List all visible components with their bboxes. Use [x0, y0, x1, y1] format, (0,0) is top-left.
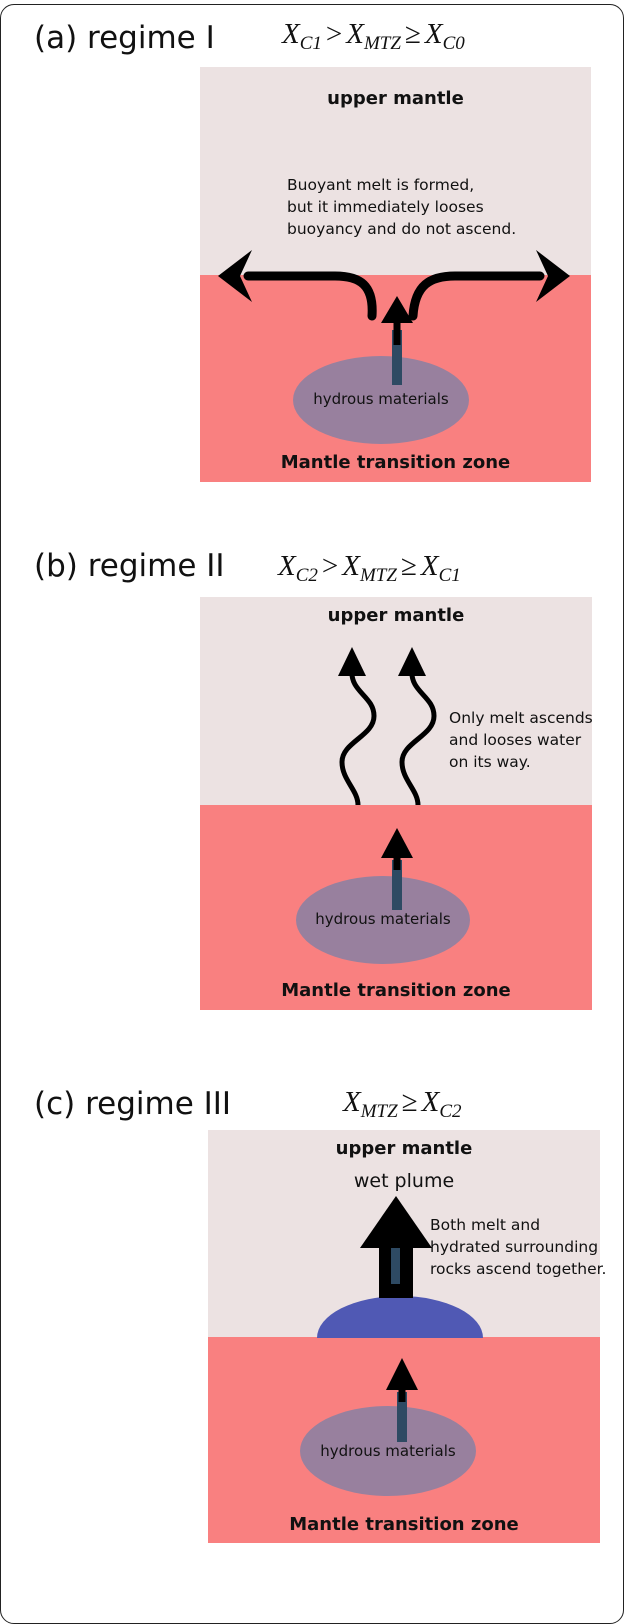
panel-b-formula: XC2>XMTZ≥XC1	[278, 550, 461, 586]
panel-c-formula: XMTZ≥XC2	[343, 1086, 462, 1122]
panel-a-note: Buoyant melt is formed,but it immediatel…	[287, 176, 517, 238]
panel-b-hydrous-label: hydrous materials	[315, 910, 451, 928]
panel-c-upper-mantle-label: upper mantle	[335, 1138, 473, 1159]
panel-b-label: (b) regime II	[34, 548, 225, 584]
panel-b-hydrous-ellipse	[296, 876, 470, 964]
panel-b-upper-mantle	[200, 597, 592, 805]
panel-c-wet-plume-label: wet plume	[353, 1170, 455, 1192]
panel-b-mtz-label: Mantle transition zone	[281, 980, 511, 1001]
panel-c-hydrous-ellipse	[300, 1406, 476, 1496]
panel-b-arrows	[338, 647, 437, 910]
panel-c-up-arrow-icon	[386, 1358, 418, 1442]
panel-b-wavy-arrow-right-icon	[398, 647, 437, 806]
panel-b-upper-mantle-label: upper mantle	[327, 605, 465, 626]
panel-a-label: (a) regime I	[34, 20, 215, 56]
panel-c-arrows	[360, 1196, 432, 1442]
panel-c-plume-arrow-icon	[360, 1196, 432, 1298]
panel-a-hydrous-label: hydrous materials	[313, 390, 449, 408]
panel-a-upper-mantle	[200, 67, 591, 275]
panel-c-hydrous-label: hydrous materials	[320, 1442, 456, 1460]
panel-a-upper-mantle-label: upper mantle	[327, 88, 464, 109]
panel-a-mtz-label: Mantle transition zone	[280, 452, 511, 473]
panel-a-formula: XC1>XMTZ≥XC0	[282, 18, 465, 54]
panel-a-hydrous-ellipse	[293, 356, 469, 444]
panel-b-up-arrow-icon	[381, 828, 413, 910]
panel-c-mtz-label: Mantle transition zone	[289, 1514, 519, 1535]
panel-a-arrows	[218, 250, 570, 385]
panel-a-split-arrow-icon	[218, 250, 570, 385]
panel-b-wavy-arrow-left-icon	[338, 647, 377, 806]
panel-c-label: (c) regime III	[34, 1086, 232, 1122]
